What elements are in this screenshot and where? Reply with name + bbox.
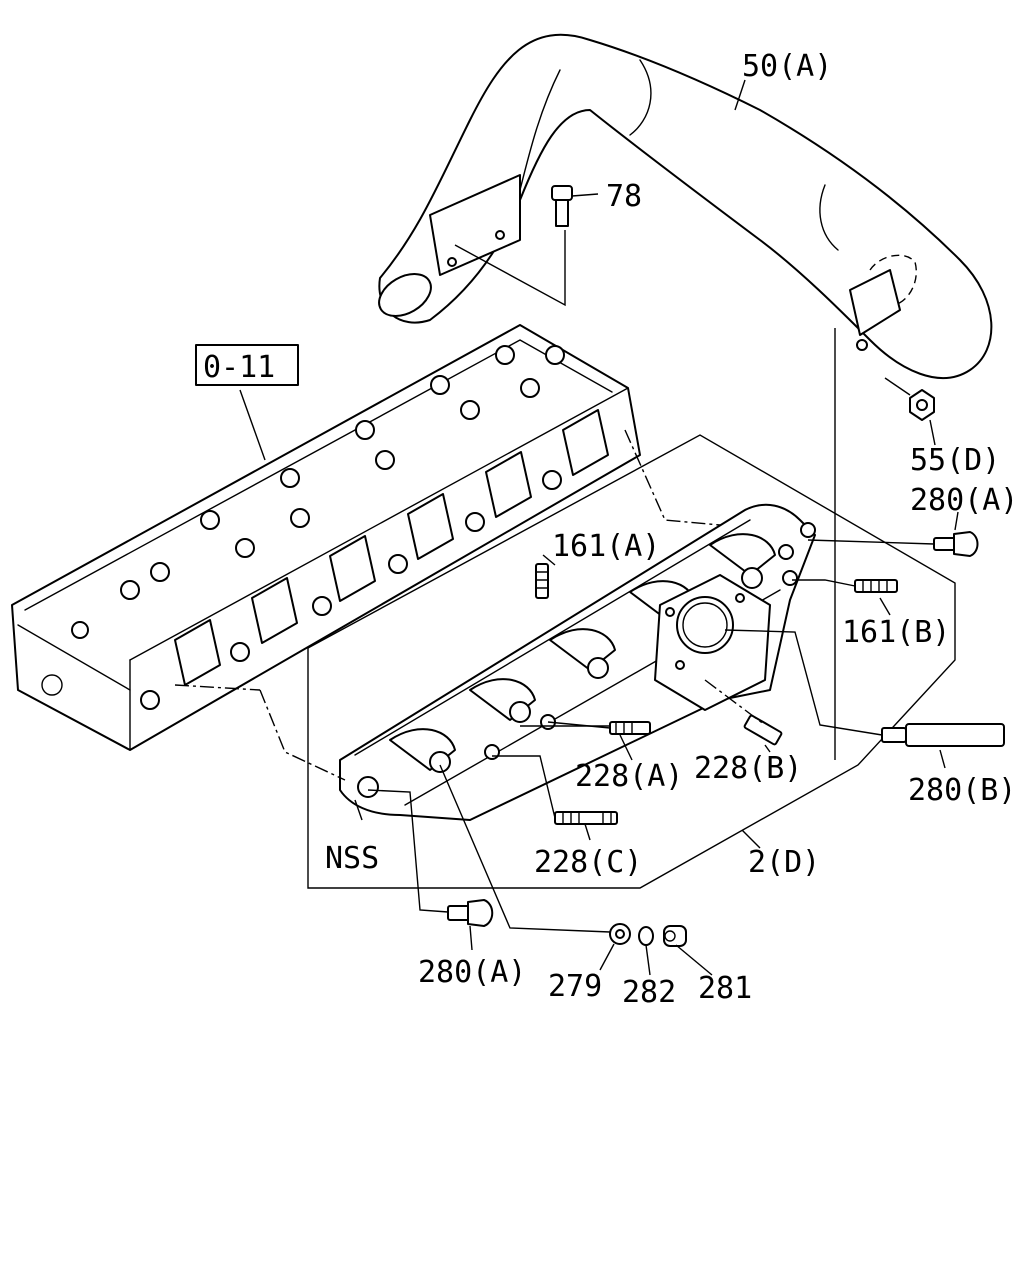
washer-279[interactable] xyxy=(609,923,631,945)
label-279[interactable]: 279 xyxy=(548,969,602,1004)
bolt-280a-bottom[interactable] xyxy=(447,899,494,927)
intake-manifold-2d[interactable] xyxy=(339,503,816,821)
label-161b[interactable]: 161(B) xyxy=(842,615,950,650)
label-2d[interactable]: 2(D) xyxy=(748,845,820,880)
label-78[interactable]: 78 xyxy=(606,179,642,214)
o-ring-282[interactable] xyxy=(638,926,654,946)
dash-dot-assembly-lines xyxy=(174,429,766,781)
part-labels: 50(A) 78 55(D) 280(A) 161(A) 161(B) 228(… xyxy=(325,49,1018,1010)
label-55d[interactable]: 55(D) xyxy=(910,443,1000,478)
label-ref-0-11: 0-11 xyxy=(203,350,275,385)
label-282[interactable]: 282 xyxy=(622,975,676,1010)
reference-box-0-11[interactable]: 0-11 xyxy=(195,344,299,386)
long-bolt-280b[interactable] xyxy=(881,723,1005,747)
manifold-group-outline xyxy=(307,434,956,889)
label-280b[interactable]: 280(B) xyxy=(908,773,1016,808)
stud-228b[interactable] xyxy=(743,714,783,746)
bolt-78[interactable] xyxy=(551,185,573,227)
stud-228a[interactable] xyxy=(609,721,651,735)
label-280a-top[interactable]: 280(A) xyxy=(910,483,1018,518)
bolt-280a-top[interactable] xyxy=(933,531,979,557)
label-228a[interactable]: 228(A) xyxy=(575,759,683,794)
label-281[interactable]: 281 xyxy=(698,971,752,1006)
label-nss[interactable]: NSS xyxy=(325,841,379,876)
stud-161b[interactable] xyxy=(854,579,898,593)
cylinder-head[interactable] xyxy=(11,324,641,751)
label-228b[interactable]: 228(B) xyxy=(694,751,802,786)
stud-228c[interactable] xyxy=(554,811,618,825)
label-228c[interactable]: 228(C) xyxy=(534,845,642,880)
label-161a[interactable]: 161(A) xyxy=(552,529,660,564)
stud-161a[interactable] xyxy=(535,563,549,599)
intake-pipe-50a[interactable] xyxy=(372,33,993,379)
nut-281[interactable] xyxy=(663,925,687,947)
leader-lines xyxy=(239,79,959,976)
label-50a[interactable]: 50(A) xyxy=(742,49,832,84)
label-280a-bottom[interactable]: 280(A) xyxy=(418,955,526,990)
nut-55d[interactable] xyxy=(909,389,935,421)
